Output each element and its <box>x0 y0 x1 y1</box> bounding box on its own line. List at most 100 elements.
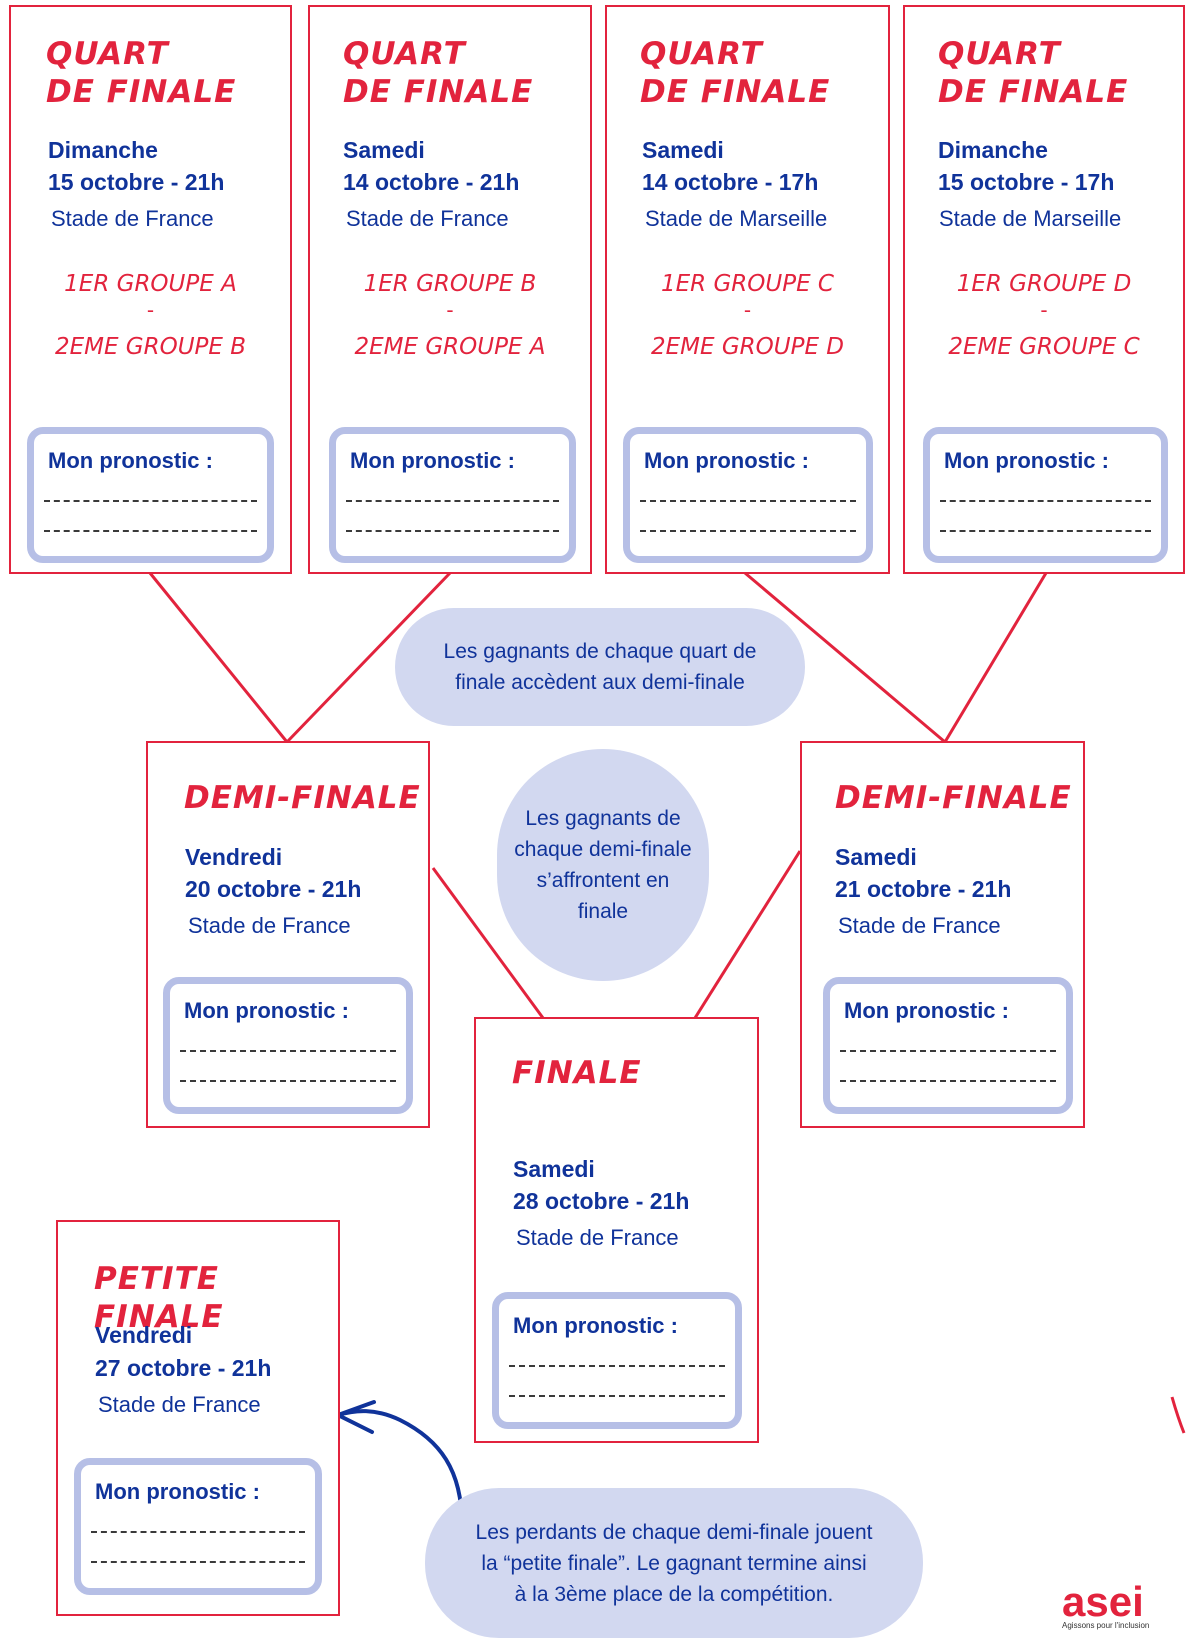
match-day: Vendredi <box>95 1322 193 1348</box>
team-separator: - <box>146 298 155 322</box>
match-venue: Stade de Marseille <box>645 206 828 231</box>
card-title: DEMI-FINALE <box>835 780 1072 816</box>
match-venue: Stade de France <box>838 913 1001 938</box>
pronostic-line-2[interactable] <box>940 530 1151 532</box>
team-2: 2EME GROUPE A <box>354 334 546 360</box>
quarter-final-card-1: QUART DE FINALE Dimanche 15 octobre - 21… <box>9 5 292 574</box>
match-date: 28 octobre - 21h <box>513 1188 690 1214</box>
card-title: FINALE <box>512 1055 642 1091</box>
pronostic-label: Mon pronostic : <box>944 448 1109 473</box>
title-line-2: DE FINALE <box>343 74 534 110</box>
match-date: 20 octobre - 21h <box>185 876 362 902</box>
title-line-1: QUART <box>640 36 763 72</box>
team-1: 1ER GROUPE B <box>363 271 537 297</box>
team-2: 2EME GROUPE B <box>54 334 247 360</box>
title-line-2: DE FINALE <box>46 74 237 110</box>
pronostic-label: Mon pronostic : <box>513 1313 678 1338</box>
pronostic-box[interactable]: Mon pronostic : <box>492 1292 742 1429</box>
pronostic-box[interactable]: Mon pronostic : <box>923 427 1168 563</box>
match-venue: Stade de France <box>98 1392 261 1417</box>
quarter-final-card-4: QUART DE FINALE Dimanche 15 octobre - 17… <box>903 5 1185 574</box>
pronostic-line-1[interactable] <box>840 1050 1056 1052</box>
pronostic-box[interactable]: Mon pronostic : <box>163 977 413 1114</box>
match-day: Vendredi <box>185 844 283 870</box>
match-day: Dimanche <box>938 137 1048 163</box>
pronostic-label: Mon pronostic : <box>48 448 213 473</box>
pronostic-line-2[interactable] <box>840 1080 1056 1082</box>
note-quarters: Les gagnants de chaque quart de finale a… <box>395 608 805 726</box>
small-final-card: PETITE FINALE Vendredi 27 octobre - 21h … <box>56 1220 340 1616</box>
note-losers: Les perdants de chaque demi-finale jouen… <box>425 1488 923 1638</box>
pronostic-line-1[interactable] <box>44 500 257 502</box>
pronostic-line-2[interactable] <box>346 530 559 532</box>
asei-logo: asei Agissons pour l'inclusion <box>1062 1582 1149 1630</box>
match-date: 21 octobre - 21h <box>835 876 1012 902</box>
pronostic-line-2[interactable] <box>180 1080 396 1082</box>
card-title: PETITE FINALE <box>94 1261 224 1335</box>
team-separator: - <box>743 298 752 322</box>
decorative-stroke <box>1170 1396 1186 1434</box>
pronostic-line-2[interactable] <box>44 530 257 532</box>
match-venue: Stade de France <box>516 1225 679 1250</box>
quarter-final-card-3: QUART DE FINALE Samedi 14 octobre - 17h … <box>605 5 890 574</box>
pronostic-line-1[interactable] <box>180 1050 396 1052</box>
card-title: QUART DE FINALE <box>640 35 830 111</box>
pronostic-line-1[interactable] <box>640 500 856 502</box>
card-title: QUART DE FINALE <box>938 35 1128 111</box>
team-1: 1ER GROUPE C <box>661 271 834 297</box>
team-2: 2EME GROUPE C <box>948 334 1140 360</box>
title-line-1: QUART <box>938 36 1061 72</box>
match-day: Samedi <box>835 844 917 870</box>
team-separator: - <box>1040 298 1048 322</box>
pronostic-label: Mon pronostic : <box>350 448 515 473</box>
match-date: 15 octobre - 17h <box>938 169 1115 195</box>
match-venue: Stade de France <box>188 913 351 938</box>
match-venue: Stade de France <box>51 206 214 231</box>
connector-qf4-sf2 <box>943 572 1048 743</box>
pronostic-line-1[interactable] <box>940 500 1151 502</box>
pronostic-line-2[interactable] <box>640 530 856 532</box>
pronostic-line-1[interactable] <box>91 1531 305 1533</box>
match-venue: Stade de France <box>346 206 509 231</box>
match-day: Samedi <box>343 137 425 163</box>
note-semis-text: Les gagnants de chaque demi-finale s’aff… <box>514 807 692 923</box>
pronostic-label: Mon pronostic : <box>644 448 809 473</box>
match-date: 27 octobre - 21h <box>95 1355 272 1381</box>
note-semis: Les gagnants de chaque demi-finale s’aff… <box>497 749 709 981</box>
quarter-final-card-2: QUART DE FINALE Samedi 14 octobre - 21h … <box>308 5 592 574</box>
pronostic-box[interactable]: Mon pronostic : <box>27 427 274 563</box>
logo-tagline: Agissons pour l'inclusion <box>1062 1621 1149 1630</box>
team-separator: - <box>446 298 454 322</box>
pronostic-line-2[interactable] <box>91 1561 305 1563</box>
match-day: Samedi <box>513 1156 595 1182</box>
connector-qf1-sf1 <box>148 572 289 743</box>
match-day: Dimanche <box>48 137 158 163</box>
card-title: DEMI-FINALE <box>184 780 421 816</box>
logo-text: asei <box>1062 1582 1144 1625</box>
pronostic-box[interactable]: Mon pronostic : <box>623 427 873 563</box>
match-date: 14 octobre - 21h <box>343 169 520 195</box>
connector-sf2-final <box>693 850 802 1019</box>
pronostic-box[interactable]: Mon pronostic : <box>74 1458 322 1595</box>
pronostic-line-2[interactable] <box>509 1395 725 1397</box>
pronostic-label: Mon pronostic : <box>184 998 349 1023</box>
connector-sf1-final <box>431 867 545 1019</box>
title-line-1: QUART <box>46 36 169 72</box>
match-date: 15 octobre - 21h <box>48 169 225 195</box>
team-1: 1ER GROUPE D <box>956 271 1132 297</box>
pronostic-line-1[interactable] <box>509 1365 725 1367</box>
arrow-to-petite-finale <box>332 1400 464 1527</box>
pronostic-box[interactable]: Mon pronostic : <box>823 977 1073 1114</box>
semi-final-card-2: DEMI-FINALE Samedi 21 octobre - 21h Stad… <box>800 741 1085 1128</box>
note-quarters-text: Les gagnants de chaque quart de finale a… <box>443 640 757 694</box>
match-day: Samedi <box>642 137 724 163</box>
match-venue: Stade de Marseille <box>939 206 1122 231</box>
final-card: FINALE Samedi 28 octobre - 21h Stade de … <box>474 1017 759 1443</box>
pronostic-line-1[interactable] <box>346 500 559 502</box>
card-title: QUART DE FINALE <box>343 35 533 111</box>
connector-qf3-sf2 <box>744 571 946 744</box>
match-date: 14 octobre - 17h <box>642 169 819 195</box>
title-line-2: DE FINALE <box>938 74 1129 110</box>
pronostic-box[interactable]: Mon pronostic : <box>329 427 576 563</box>
